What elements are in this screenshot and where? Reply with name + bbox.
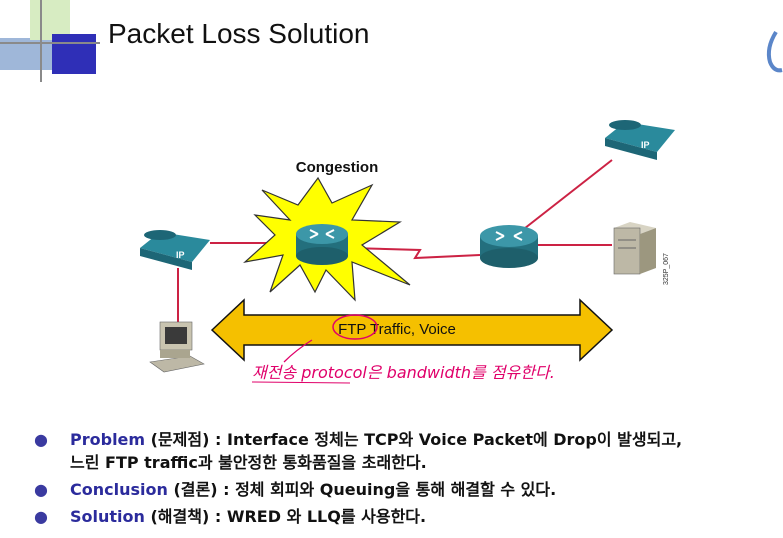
link-wan-serial	[349, 247, 481, 260]
logo-partial-icon	[766, 30, 783, 73]
ip-label-right: IP	[641, 140, 650, 150]
link-router2-phone	[519, 159, 613, 233]
ip-phone-right-icon: IP	[605, 120, 675, 160]
bullet-dot-icon: ●	[34, 507, 48, 526]
router-2-icon	[480, 225, 538, 268]
bullet-dot-icon: ●	[34, 480, 48, 499]
ip-phone-left-icon: IP	[140, 230, 210, 270]
bullet-korean: (결론) :	[167, 480, 236, 499]
bullet-conclusion: ● Conclusion (결론) : 정체 회피와 Queuing을 통해 해…	[30, 478, 780, 501]
handwritten-underline	[251, 381, 351, 384]
bullet-text-line2: 느린 FTP traffic과 불안정한 통화품질을 초래한다.	[70, 453, 427, 472]
network-diagram: Congestion IP IP 325P_067	[140, 120, 675, 384]
congestion-label: Congestion	[296, 159, 379, 176]
ip-label-left: IP	[176, 250, 185, 260]
handwritten-circle	[332, 314, 378, 340]
bullet-text-line1: 정체 회피와 Queuing을 통해 해결할 수 있다.	[235, 480, 557, 499]
bullet-solution: ● Solution (해결책) : WRED 와 LLQ를 사용한다.	[30, 505, 780, 528]
bullet-term: Solution	[70, 507, 145, 526]
handwritten-note: 재전송 protocol은 bandwidth를 점유한다.	[252, 363, 555, 382]
bullet-term: Problem	[70, 430, 146, 449]
arrow-label: FTP Traffic, Voice	[338, 321, 456, 338]
bullet-korean: (문제점) :	[145, 430, 227, 449]
bullet-dot-icon: ●	[34, 430, 48, 449]
bullet-text-line1: WRED 와 LLQ를 사용한다.	[226, 507, 427, 526]
bullet-problem: ● Problem (문제점) : Interface 정체는 TCP와 Voi…	[30, 428, 780, 474]
bullet-text-line1: Interface 정체는 TCP와 Voice Packet에 Drop이 발…	[226, 430, 683, 449]
page-title: Packet Loss Solution	[108, 18, 370, 49]
handwritten-pointer	[283, 339, 313, 363]
bullet-term: Conclusion	[70, 480, 168, 499]
side-code: 325P_067	[663, 253, 670, 285]
pc-icon	[149, 321, 205, 373]
bullet-korean: (해결책) :	[144, 507, 227, 526]
corner-decoration	[0, 0, 100, 82]
traffic-double-arrow	[210, 298, 614, 362]
bullet-list: ● Problem (문제점) : Interface 정체는 TCP와 Voi…	[30, 428, 780, 528]
router-1-icon	[296, 224, 348, 265]
server-icon	[613, 222, 656, 275]
